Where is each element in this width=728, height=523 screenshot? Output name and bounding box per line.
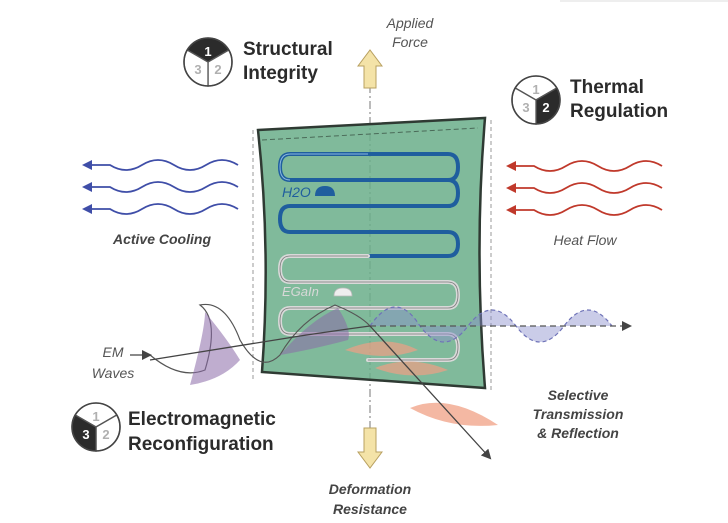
badge-segment-number: 3 xyxy=(82,427,89,442)
badge-segment-number: 3 xyxy=(194,62,201,77)
egain-channel-outline xyxy=(279,255,459,361)
deformation-label-2: Resistance xyxy=(333,501,407,517)
metal-droplet-icon xyxy=(333,287,353,297)
egain-label: EGaIn xyxy=(282,284,319,299)
selective-label-3: & Reflection xyxy=(537,425,619,441)
structural-title-2: Integrity xyxy=(243,63,318,84)
thermal-title-1: Thermal xyxy=(570,77,644,98)
structural-title-1: Structural xyxy=(243,39,333,60)
reflected-wave xyxy=(345,341,498,426)
em-title-2: Reconfiguration xyxy=(128,434,274,455)
em-waves-label-2: Waves xyxy=(92,365,135,381)
badge-outline xyxy=(71,402,121,452)
electromagnetic-badge: 123 xyxy=(71,402,121,452)
badge-outline xyxy=(511,75,561,125)
heat-flow-label: Heat Flow xyxy=(553,232,617,248)
water-droplet-icon xyxy=(315,186,335,196)
structural-integrity-badge: 123 xyxy=(183,37,233,87)
h2o-label: H2O xyxy=(282,184,311,200)
badge-segment-number: 2 xyxy=(542,100,549,115)
material-panel xyxy=(256,116,487,390)
badge-segment-number: 1 xyxy=(204,44,211,59)
heat-flow-arrows xyxy=(506,160,663,216)
badge-segment-number: 2 xyxy=(214,62,221,77)
selective-label-1: Selective xyxy=(548,387,609,403)
badge-segment-number: 1 xyxy=(92,409,99,424)
thermal-regulation-badge: 123 xyxy=(511,75,561,125)
applied-force-arrow xyxy=(357,49,383,89)
badge-outline xyxy=(183,37,233,87)
deformation-arrow xyxy=(357,427,383,469)
active-cooling-arrows xyxy=(82,159,239,215)
selective-label-2: Transmission xyxy=(533,406,624,422)
active-cooling-label: Active Cooling xyxy=(112,231,211,247)
badge-segment-number: 3 xyxy=(522,100,529,115)
water-channel xyxy=(277,152,461,258)
deformation-label-1: Deformation xyxy=(329,481,411,497)
transmitted-wave xyxy=(369,306,632,343)
em-title-1: Electromagnetic xyxy=(128,409,276,430)
em-waves-label-1: EM xyxy=(103,344,124,360)
incident-em-wave xyxy=(130,303,371,385)
thermal-title-2: Regulation xyxy=(570,101,668,122)
badge-segment-number: 2 xyxy=(102,427,109,442)
reflected-ray xyxy=(369,325,492,460)
applied-force-label-2: Force xyxy=(392,34,428,50)
applied-force-label-1: Applied xyxy=(386,15,435,31)
water-channel-highlight xyxy=(279,153,368,181)
badge-segment-number: 1 xyxy=(532,82,539,97)
